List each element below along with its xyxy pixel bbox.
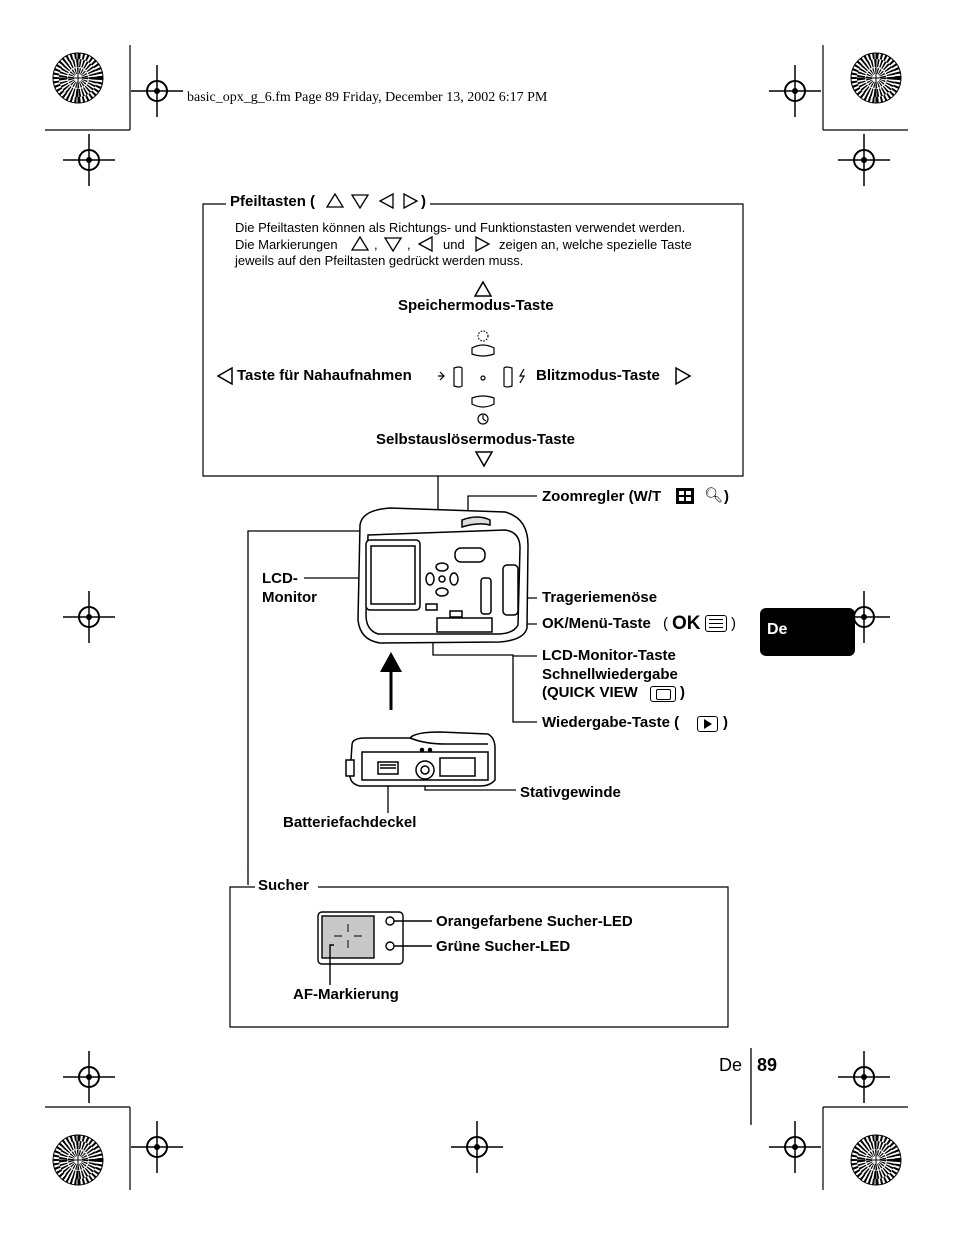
up-key-label: Speichermodus-Taste: [398, 297, 554, 314]
registration-mark: [130, 1120, 184, 1174]
desc-und: und: [443, 237, 465, 252]
green-led-label: Grüne Sucher-LED: [436, 938, 571, 955]
down-key-label: Selbstauslösermodus-Taste: [376, 431, 575, 448]
ok-menu-close: ): [731, 615, 736, 632]
side-tab-bg: [760, 608, 855, 656]
af-mark-label: AF-Markierung: [293, 986, 399, 1003]
arrow-keys-title-prefix: Pfeiltasten (: [230, 193, 316, 210]
camera-bottom: [345, 731, 496, 787]
registration-mark: [130, 64, 184, 118]
footer-lang: De: [719, 1055, 743, 1075]
arrow-keys-desc-3: jeweils auf den Pfeiltasten gedrückt wer…: [235, 253, 524, 268]
orange-led-label: Orangefarbene Sucher-LED: [436, 913, 633, 930]
registration-mark: [62, 133, 116, 187]
ok-icon: OK: [672, 613, 701, 634]
desc-arrow-icons: [350, 235, 491, 253]
sunburst-mark: [851, 53, 901, 103]
right-key-label: Blitzmodus-Taste: [536, 367, 660, 384]
camera-back: [357, 507, 529, 644]
registration-mark: [837, 133, 891, 187]
left-key-label: Taste für Nahaufnahmen: [237, 367, 412, 384]
registration-mark: [837, 1050, 891, 1104]
file-info: basic_opx_g_6.fm Page 89 Friday, Decembe…: [187, 90, 548, 105]
zoom-close: ): [724, 488, 729, 505]
arrow-keys-box: [202, 203, 744, 477]
lcd-key-label-2: Schnellwiedergabe: [542, 666, 678, 683]
viewfinder-box: [229, 886, 729, 1028]
sunburst-mark: [53, 1135, 103, 1185]
zoom-tele-icon: 🔍︎: [704, 487, 724, 504]
playback-close: ): [723, 714, 728, 731]
viewfinder-drawing: [317, 911, 432, 985]
registration-mark: [768, 64, 822, 118]
direction-triangles: [216, 280, 692, 468]
registration-mark: [768, 1120, 822, 1174]
playback-icon: [697, 716, 718, 732]
registration-mark: [62, 590, 116, 644]
tripod-socket-label: Stativgewinde: [520, 784, 621, 801]
crop-marks: [45, 45, 908, 1190]
lcd-monitor-label-2: Monitor: [262, 589, 317, 606]
big-up-arrow: [380, 652, 402, 710]
quick-view-icon: [650, 686, 676, 702]
control-pad: [438, 330, 526, 425]
viewfinder-title: Sucher: [258, 877, 309, 894]
ok-menu-open: (: [663, 615, 668, 632]
arrow-keys-title-suffix: ): [421, 193, 426, 210]
desc-sep-2: ,: [407, 237, 411, 252]
lcd-key-label-3: (QUICK VIEW: [542, 684, 638, 701]
desc-sep-1: ,: [374, 237, 378, 252]
arrow-keys-desc-1: Die Pfeiltasten können als Richtungs- un…: [235, 220, 686, 235]
ok-menu-label: OK/Menü-Taste: [542, 615, 651, 632]
arrow-keys-desc-2a: Die Markierungen: [235, 237, 338, 252]
lcd-key-label-1: LCD-Monitor-Taste: [542, 647, 676, 664]
strap-eyelet-label: Trageriemenöse: [542, 589, 658, 606]
zoom-wide-icon: [676, 488, 694, 504]
battery-cover-label: Batteriefachdeckel: [283, 814, 417, 831]
lcd-key-close: ): [680, 684, 685, 701]
arrow-keys-desc-2b: zeigen an, welche spezielle Taste: [499, 237, 692, 252]
side-tab-label: De: [767, 621, 788, 638]
title-arrow-icons: [325, 192, 419, 210]
lcd-monitor-label-1: LCD-: [262, 570, 298, 587]
sunburst-mark: [53, 53, 103, 103]
zoom-label: Zoomregler (W/T: [542, 488, 662, 505]
page-number: 89: [757, 1055, 778, 1075]
registration-mark: [450, 1120, 504, 1174]
menu-icon: [705, 615, 727, 632]
sunburst-mark: [851, 1135, 901, 1185]
playback-label: Wiedergabe-Taste (: [542, 714, 680, 731]
registration-mark: [62, 1050, 116, 1104]
